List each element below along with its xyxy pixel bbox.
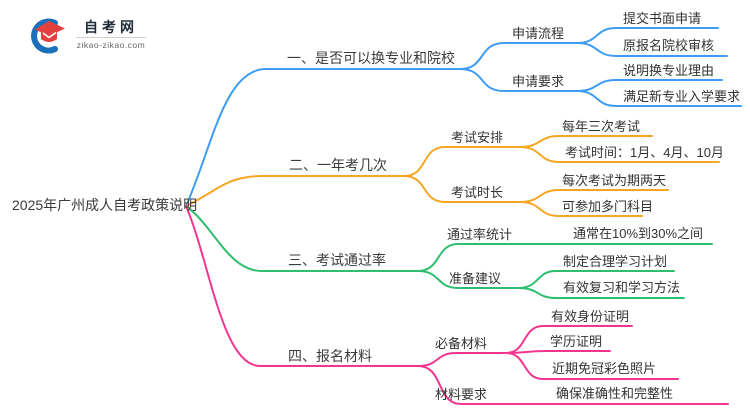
branch-4-leaf: 学历证明 (550, 334, 603, 349)
branch-3-leaf: 制定合理学习计划 (563, 254, 668, 269)
branch-2-edges (185, 135, 720, 217)
branch-4-leaf: 近期免冠彩色照片 (552, 361, 657, 376)
branch-3-child-2-node: 准备建议 (449, 271, 502, 286)
branch-2-node: 二、一年考几次 (289, 157, 387, 173)
branch-1-node: 一、是否可以换专业和院校 (287, 50, 455, 66)
branch-2-child-1-node: 考试安排 (451, 130, 504, 145)
branch-2-leaf: 每年三次考试 (562, 119, 641, 134)
logo-url: zikao-zikao.com (76, 37, 146, 50)
branch-4-child-2-node: 材料要求 (435, 387, 488, 402)
branch-3-node: 三、考试通过率 (288, 252, 386, 268)
logo-graduation-cap-icon (31, 18, 65, 54)
branch-3-child-1-node: 通过率统计 (447, 227, 513, 242)
branch-4-child-1-node: 必备材料 (435, 336, 488, 351)
site-logo: 自考网 zikao-zikao.com (28, 18, 146, 54)
branch-4-leaf: 确保准确性和完整性 (556, 386, 674, 401)
logo-title: 自考网 (84, 19, 138, 35)
branch-2-leaf: 每次考试为期两天 (562, 173, 667, 188)
branch-3-leaf: 有效复习和学习方法 (563, 280, 681, 295)
branch-2-leaf: 可参加多门科目 (562, 199, 654, 214)
branch-1-leaf: 提交书面申请 (623, 11, 702, 26)
branch-1-edges (185, 27, 742, 207)
branch-4-edges (185, 205, 729, 405)
branch-2-leaf: 考试时间：1月、4月、10月 (565, 145, 724, 160)
branch-1-leaf: 原报名院校审核 (623, 38, 715, 53)
branch-1-leaf: 说明换专业理由 (623, 63, 715, 78)
branch-1-child-1-node: 申请流程 (512, 26, 565, 41)
branch-3-edges (185, 205, 713, 299)
branch-1-leaf: 满足新专业入学要求 (623, 89, 741, 104)
branch-1-child-2-node: 申请要求 (512, 74, 565, 89)
branch-4-node: 四、报名材料 (288, 348, 372, 364)
branch-4-leaf: 有效身份证明 (551, 309, 630, 324)
root-node: 2025年广州成人自考政策说明 (12, 197, 198, 213)
branch-2-child-2-node: 考试时长 (451, 185, 504, 200)
branch-3-leaf: 通常在10%到30%之间 (573, 226, 704, 241)
